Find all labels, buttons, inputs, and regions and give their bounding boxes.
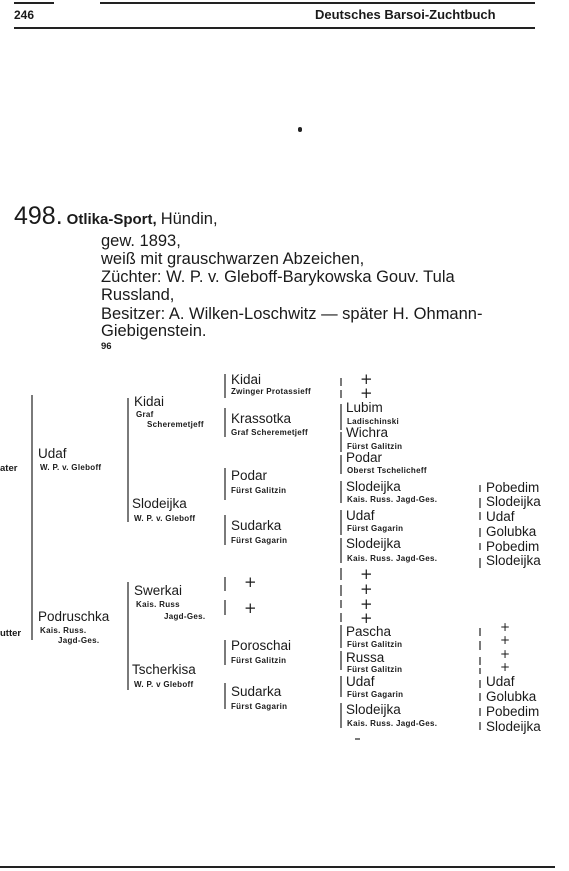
- page-number: 246: [14, 8, 35, 22]
- g2-name-0: Kidai: [134, 394, 165, 409]
- entry-born: gew. 1893,: [101, 232, 181, 250]
- running-title: Deutsches Barsoi-Zuchtbuch: [315, 7, 496, 22]
- g3-owner-1: Graf Scheremetjeff: [231, 428, 308, 437]
- g4-owner-4: Fürst Gagarin: [347, 524, 404, 533]
- g3-owner-5: Fürst Gagarin: [231, 702, 288, 711]
- g2-owner-1: W. P. v. Gleboff: [134, 514, 196, 523]
- g4-owner-2: Oberst Tschelicheff: [347, 466, 427, 475]
- header-rule-left: [14, 2, 54, 4]
- g2-owner-3: W. P. v Gleboff: [134, 680, 194, 689]
- g4-unknown-e: +: [360, 595, 373, 613]
- g5-name-5: Slodeijka: [486, 553, 541, 568]
- g4-owner-9: Kais. Russ. Jagd-Ges.: [347, 719, 438, 728]
- g3-unknown-1: +: [244, 599, 257, 617]
- g2-owner-0b: Scheremetjeff: [147, 420, 204, 429]
- g4-name-5: Slodeijka: [346, 536, 401, 551]
- entry-breeder: Züchter: W. P. v. Gleboff-Barykowska Gou…: [101, 268, 455, 286]
- g4-owner-7: Fürst Galitzin: [347, 665, 403, 674]
- entry-sex: Hündin,: [160, 210, 218, 228]
- g4-name-6: Pascha: [346, 624, 392, 639]
- entry-heading: 498. Otlika-Sport, Hündin,: [14, 202, 218, 231]
- g3-owner-0: Zwinger Protassieff: [231, 387, 311, 396]
- g4-owner-1: Fürst Galitzin: [347, 442, 403, 451]
- g3-unknown-0: +: [244, 573, 257, 591]
- g5-unknown-1: +: [500, 633, 511, 647]
- g2-name-2: Swerkai: [134, 583, 183, 598]
- g4-unknown-c: +: [360, 565, 373, 583]
- entry-owner-cont: Giebigenstein.: [101, 322, 207, 340]
- header-rule-right: [100, 2, 535, 4]
- g5-name-6: Udaf: [486, 674, 515, 689]
- g4-owner-3: Kais. Russ. Jagd-Ges.: [347, 495, 438, 504]
- g3-name-5: Sudarka: [231, 684, 282, 699]
- header-underline: [14, 27, 535, 29]
- g3-name-1: Krassotka: [231, 411, 292, 426]
- g4-owner-8: Fürst Gagarin: [347, 690, 404, 699]
- g5-unknown-3: +: [500, 660, 511, 674]
- g2-owner-2a: Kais. Russ: [136, 600, 180, 609]
- dam-owner-2: Jagd-Ges.: [58, 636, 100, 645]
- g2-name-3: Tscherkisa: [132, 662, 196, 677]
- g4-unknown-f: +: [360, 609, 373, 627]
- g3-name-4: Poroschai: [231, 638, 292, 653]
- footer-rule: [0, 866, 555, 868]
- entry-breeder-cont: Russland,: [101, 286, 175, 304]
- g2-owner-0a: Graf: [136, 410, 154, 419]
- g5-name-9: Slodeijka: [486, 719, 541, 734]
- g2-owner-2b: Jagd-Ges.: [164, 612, 206, 621]
- g4-name-8: Udaf: [346, 674, 375, 689]
- g4-name-4: Udaf: [346, 508, 375, 523]
- g4-name-1: Wichra: [346, 425, 389, 440]
- g5-unknown-0: +: [500, 620, 511, 634]
- sire-name: Udaf: [38, 446, 67, 461]
- g2-name-1: Slodeijka: [132, 496, 187, 511]
- g3-owner-2: Fürst Galitzin: [231, 486, 287, 495]
- g5-name-2: Udaf: [486, 509, 515, 524]
- entry-color: weiß mit grauschwarzen Abzeichen,: [101, 250, 365, 268]
- g4-name-0: Lubim: [346, 400, 383, 415]
- g5-name-1: Slodeijka: [486, 494, 541, 509]
- entry-owner: Besitzer: A. Wilken-Loschwitz — später H…: [101, 305, 483, 323]
- sire-owner: W. P. v. Gleboff: [40, 463, 102, 472]
- g5-name-7: Golubka: [486, 689, 537, 704]
- g4-owner-0: Ladischinski: [347, 417, 400, 426]
- g4-name-3: Slodeijka: [346, 479, 401, 494]
- g5-name-4: Pobedim: [486, 539, 540, 554]
- entry-ref: 96: [101, 341, 112, 352]
- entry-number: 498.: [14, 202, 63, 230]
- g4-unknown-b: +: [360, 384, 373, 402]
- ink-dot: [298, 127, 302, 132]
- g3-owner-4: Fürst Galitzin: [231, 656, 287, 665]
- left-label-mutter: utter: [0, 628, 22, 639]
- g3-owner-3: Fürst Gagarin: [231, 536, 288, 545]
- entry-name: Otlika-Sport,: [66, 211, 157, 228]
- g5-name-3: Golubka: [486, 524, 537, 539]
- g5-name-8: Pobedim: [486, 704, 540, 719]
- g4-unknown-a: +: [360, 370, 373, 388]
- dam-name: Podruschka: [38, 609, 110, 624]
- g5-unknown-2: +: [500, 647, 511, 661]
- g4-name-7: Russa: [346, 650, 385, 665]
- left-label-vater: ater: [0, 463, 18, 474]
- g5-name-0: Pobedim: [486, 480, 540, 495]
- g4-name-2: Podar: [346, 450, 383, 465]
- g3-name-0: Kidai: [231, 372, 262, 387]
- g4-owner-6: Fürst Galitzin: [347, 640, 403, 649]
- g4-unknown-d: +: [360, 580, 373, 598]
- g3-name-2: Podar: [231, 468, 268, 483]
- dam-owner-1: Kais. Russ.: [40, 626, 87, 635]
- g4-owner-5: Kais. Russ. Jagd-Ges.: [347, 554, 438, 563]
- g4-name-9: Slodeijka: [346, 702, 401, 717]
- g3-name-3: Sudarka: [231, 518, 282, 533]
